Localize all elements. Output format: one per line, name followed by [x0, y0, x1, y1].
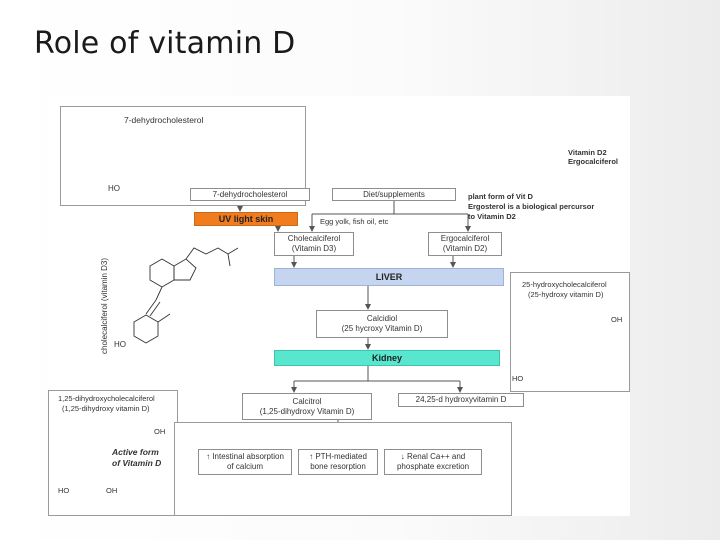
box-effect-intestinal: ↑ Intestinal absorption of calcium [198, 449, 292, 475]
panel-25-hydroxy [510, 272, 630, 392]
label-25-hydroxy-2: (25-hydroxy vitamin D) [528, 290, 604, 299]
box-calcidiol: Calcidiol (25 hycroxy Vitamin D) [316, 310, 448, 338]
box-24-25-dihydroxy: 24,25-d hydroxyvitamin D [398, 393, 524, 407]
label-1-25-oh: OH [154, 427, 166, 436]
effect1-line2: of calcium [226, 462, 263, 471]
label-1-25-ho: HO [58, 486, 70, 495]
box-ergo-line1: Ergocalciferol [440, 234, 490, 243]
band-uv-label: UV light skin [218, 214, 274, 224]
box-ergocalciferol: Ergocalciferol (Vitamin D2) [428, 232, 502, 256]
label-vitamin-d2: Vitamin D2 [568, 148, 607, 157]
band-liver-label: LIVER [375, 272, 403, 282]
slide-title: Role of vitamin D [34, 26, 296, 61]
label-active-form-2: of Vitamin D [112, 458, 162, 468]
box-effect-renal: ↓ Renal Ca++ and phosphate excretion [384, 449, 482, 475]
band-kidney: Kidney [274, 350, 500, 366]
label-1-25-oh2: OH [106, 486, 118, 495]
band-liver: LIVER [274, 268, 504, 286]
label-1-25-dihydroxy-1: 1,25-dihydroxycholecalciferol [58, 394, 155, 403]
box-effect-pth: ↑ PTH-mediated bone resorption [298, 449, 378, 475]
effect1-line1: ↑ Intestinal absorption [206, 452, 284, 461]
effect2-line1: ↑ PTH-mediated [309, 452, 367, 461]
label-1-25-dihydroxy-2: (1,25-dihydroxy vitamin D) [62, 404, 150, 413]
label-top-left-ho: HO [108, 184, 120, 193]
label-plant-form-3: to Vitamin D2 [468, 212, 516, 221]
molecule-cholecalciferol [133, 247, 239, 344]
box-ergo-line2: (Vitamin D2) [442, 244, 488, 253]
label-25-hydroxy-oh: OH [611, 315, 623, 324]
box-7-dehydrocholesterol: 7-dehydrocholesterol [190, 188, 310, 201]
vitamin-d-pathway-diagram: 7-dehydrocholesterol HO cholecalciferol … [48, 96, 630, 516]
label-plant-form-2: Ergosterol is a biological percursor [468, 202, 595, 211]
label-left-ho: HO [114, 340, 126, 349]
label-25-hydroxy-ho: HO [512, 374, 524, 383]
band-kidney-label: Kidney [371, 353, 402, 363]
box-calcidiol-line2: (25 hycroxy Vitamin D) [341, 324, 423, 333]
box-calcitrol: Calcitrol (1,25-dihydroxy Vitamin D) [242, 393, 372, 420]
box-calcitrol-line1: Calcitrol [292, 396, 322, 406]
box-diet-supplements: Diet/supplements [332, 188, 456, 201]
label-7-dehydrocholesterol-title: 7-dehydrocholesterol [124, 115, 204, 125]
box-7-dehydrocholesterol-label: 7-dehydrocholesterol [212, 189, 288, 199]
effect2-line2: bone resorption [310, 462, 366, 471]
box-cholecalciferol: Cholecalciferol (Vitamin D3) [274, 232, 354, 256]
label-cholecalciferol-vertical: cholecalciferol (vitamin D3) [100, 257, 109, 354]
effect3-line2: phosphate excretion [396, 462, 470, 471]
box-diet-label: Diet/supplements [363, 189, 425, 199]
panel-vitamin-d2 [460, 96, 630, 192]
box-chole-line1: Cholecalciferol [287, 234, 341, 243]
label-egg-yolk: Egg yolk, fish oil, etc [320, 217, 389, 226]
box-calcidiol-line1: Calcidiol [366, 314, 398, 323]
panel-1-25-dihydroxy [48, 390, 178, 516]
box-chole-line2: (Vitamin D3) [291, 244, 337, 253]
band-uv-light-skin: UV light skin [194, 212, 298, 226]
box-calcitrol-line2: (1,25-dihydroxy Vitamin D) [259, 406, 355, 416]
effect3-line1: ↓ Renal Ca++ and [400, 452, 466, 461]
label-plant-form-1: plant form of Vit D [468, 192, 533, 201]
label-active-form-1: Active form [112, 447, 159, 457]
label-ergocalciferol: Ergocalciferol [568, 157, 619, 166]
box-dihydroxy-label: 24,25-d hydroxyvitamin D [415, 395, 507, 404]
label-25-hydroxy-1: 25-hydroxycholecalciferol [522, 280, 607, 289]
